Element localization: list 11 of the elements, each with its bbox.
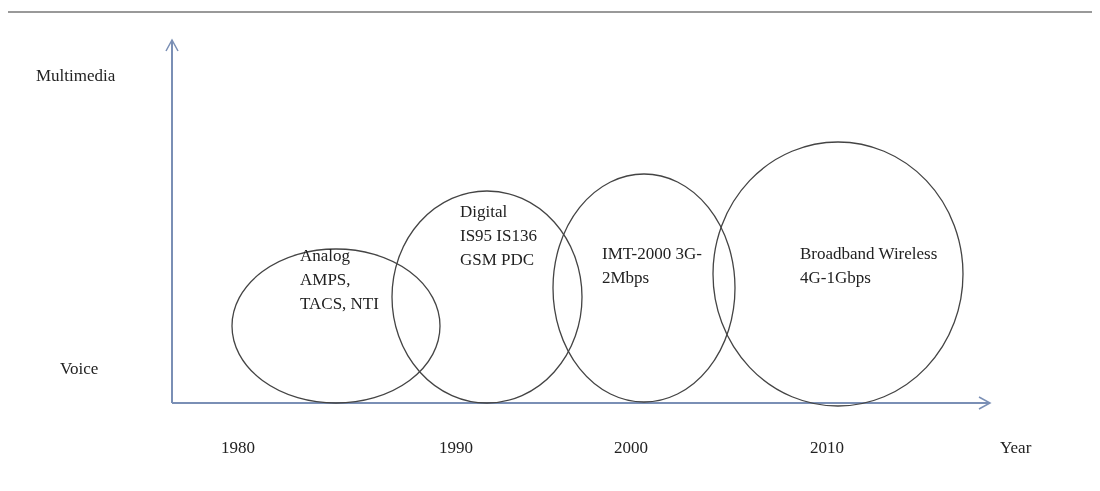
axis-label: Voice [60,359,99,379]
year-label: 1990 [439,438,473,458]
axis-label: Year [1000,438,1032,458]
era-text: Broadband Wireless 4G-1Gbps [800,243,939,289]
year-label: 2010 [810,438,844,458]
era-text: Digital IS95 IS136 GSM PDC [460,201,538,271]
axis-label: Multimedia [36,66,116,86]
era-text: Analog AMPS, TACS, NTI [300,245,380,315]
year-label: 2000 [614,438,648,458]
year-label: 1980 [221,438,255,458]
era-text: IMT-2000 3G-2Mbps [602,243,703,289]
